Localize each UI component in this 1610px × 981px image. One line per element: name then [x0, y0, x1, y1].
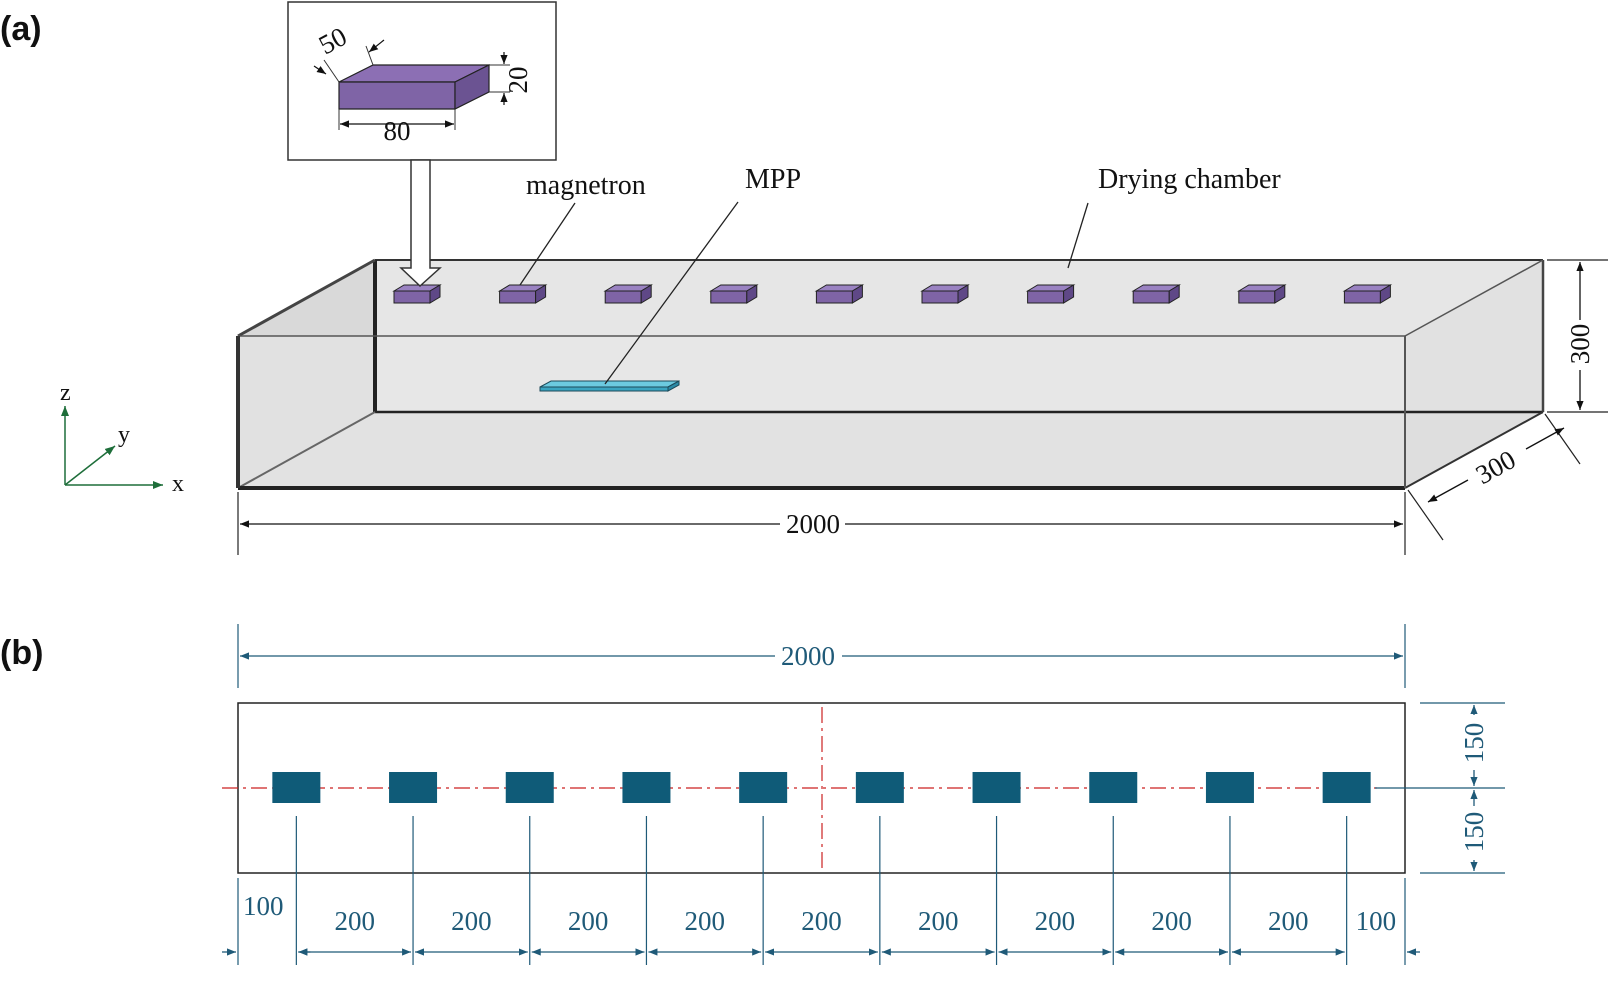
- magnetron-plan-block: [622, 772, 671, 803]
- x-axis-label: x: [172, 471, 184, 497]
- magnetron-3d: [1236, 284, 1287, 304]
- magnetron-plan-block: [1205, 772, 1254, 803]
- dim-a-height: 300: [1547, 259, 1608, 413]
- spacing-dim-value: 200: [451, 906, 492, 936]
- chamber-leader: [1067, 202, 1089, 269]
- spacing-dim-value: 200: [801, 906, 842, 936]
- inset-dim-width: 80: [384, 116, 411, 146]
- magnetron-plan-block: [505, 772, 554, 803]
- magnetron-detail-inset: 50 20 80: [287, 1, 557, 161]
- spacing-dim-value: 200: [918, 906, 959, 936]
- dim-a-height-value: 300: [1565, 324, 1595, 365]
- magnetron-plan-block: [272, 772, 321, 803]
- inset-magnetron-block: [338, 64, 490, 110]
- magnetron-plan-block: [972, 772, 1021, 803]
- axes-triad: z y x: [60, 380, 184, 497]
- magnetron-label: magnetron: [526, 170, 646, 201]
- panel-a-label: (a): [0, 10, 42, 48]
- spacing-dim-value: 200: [1035, 906, 1076, 936]
- spacing-dim-value: 200: [685, 906, 726, 936]
- magnetron-plan-block: [389, 772, 438, 803]
- y-axis-arrow: [64, 445, 116, 486]
- dim-end-left-value: 100: [243, 891, 284, 921]
- mpp-leader: [604, 201, 739, 385]
- magnetron-3d: [392, 284, 442, 304]
- z-axis-label: z: [60, 380, 71, 406]
- spacing-dim-value: 200: [1151, 906, 1192, 936]
- magnetron-3d: [603, 284, 654, 304]
- spacing-dim-value: 200: [334, 906, 375, 936]
- magnetron-3d: [1025, 284, 1076, 304]
- magnetron-plan-block: [855, 772, 904, 803]
- magnetron-3d: [1342, 284, 1393, 304]
- dim-a-length-value: 2000: [786, 509, 840, 539]
- magnetron-3d: [814, 284, 865, 304]
- magnetron-plan-block: [739, 772, 788, 803]
- inset-pointer-arrow: [399, 159, 442, 288]
- dim-b-lower-half: 150: [1459, 812, 1489, 853]
- magnetron-plan-block: [1322, 772, 1371, 803]
- magnetron-3d: [1131, 284, 1182, 304]
- magnetron-3d: [708, 284, 759, 304]
- spacing-dim-value: 200: [568, 906, 609, 936]
- magnetron-plan-blocks: [272, 772, 1371, 803]
- y-axis-label: y: [118, 422, 130, 448]
- magnetron-3d: [497, 284, 548, 304]
- dim-b-length-value: 2000: [781, 641, 835, 671]
- magnetron-plan-block: [1089, 772, 1138, 803]
- dim-a-depth-value: 300: [1471, 444, 1521, 490]
- dim-end-right-value: 100: [1356, 906, 1397, 936]
- magnetron-spacing-dims: 100 100 200 200 200 200 200 200 200 200 200: [222, 816, 1420, 965]
- magnetron-leader: [519, 202, 576, 286]
- dim-b-upper-half: 150: [1459, 723, 1489, 764]
- dim-b-length: 2000: [237, 624, 1406, 688]
- mpp-label: MPP: [745, 164, 801, 195]
- panel-b-label: (b): [0, 634, 43, 672]
- dim-b-width: 150 150: [1375, 702, 1505, 874]
- magnetron-3d: [920, 284, 970, 304]
- mpp-plate: [539, 380, 680, 392]
- inset-dim-height: 20: [503, 67, 533, 94]
- spacing-dim-value: 200: [1268, 906, 1309, 936]
- dim-a-length: 2000: [237, 492, 1406, 555]
- drying-chamber-label: Drying chamber: [1098, 164, 1281, 195]
- magnetron-row: [392, 284, 1393, 304]
